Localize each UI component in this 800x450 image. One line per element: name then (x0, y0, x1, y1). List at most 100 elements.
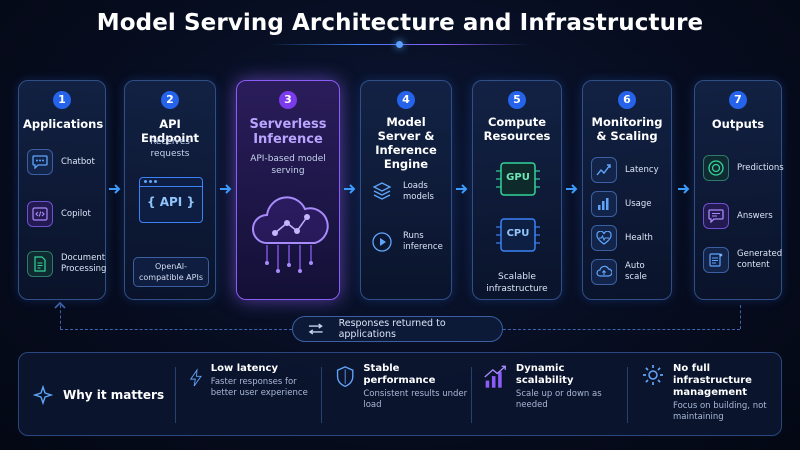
sparkle-icon (33, 385, 53, 405)
play-icon (369, 229, 395, 255)
stage-number: 1 (53, 91, 71, 109)
divider (627, 367, 628, 423)
item-label: Latency (625, 164, 659, 175)
flow-arrow-icon (220, 184, 232, 194)
stage-number: 4 (397, 91, 415, 109)
stage-title: Monitoring & Scaling (591, 115, 663, 143)
stage-title: Compute Resources (483, 115, 551, 143)
chip-label: GPU (506, 172, 530, 183)
stage-api-endpoint: 2 API Endpoint Receives requests { API }… (124, 80, 216, 300)
item-label: Usage (625, 198, 652, 209)
item-label: Predictions (737, 162, 784, 173)
app-document-processing: Document Processing (27, 251, 106, 277)
stage-subtitle: Receives requests (150, 137, 190, 159)
layers-icon (369, 179, 395, 205)
point-title: Stable performance (363, 363, 436, 386)
cloud-network-icon (252, 196, 329, 273)
stage-number: 7 (729, 91, 747, 109)
item-label: Copilot (61, 208, 91, 219)
point-text: Faster responses for better user experie… (210, 377, 308, 398)
stage-number: 6 (618, 91, 636, 109)
point-text: Focus on building, not maintaining (673, 401, 767, 422)
stage-outputs: 7 Outputs Predictions Answers Generated … (694, 80, 784, 300)
item-loads-models: Loads models (369, 179, 445, 205)
why-heading: Why it matters (63, 388, 165, 402)
output-generated-content: Generated content (703, 247, 782, 273)
stage-title: Serverless Inference (249, 117, 327, 147)
monitor-health: Health (591, 225, 665, 251)
return-loop-line (740, 305, 741, 329)
point-text: Scale up or down as needed (515, 389, 602, 410)
flow-arrow-icon (344, 184, 356, 194)
point-text: Consistent results under load (363, 389, 468, 410)
stage-title: Model Server & Inference Engine (375, 115, 437, 171)
return-loop-line (503, 329, 740, 330)
point-title: No full infrastructure management (673, 363, 752, 398)
answer-bubble-icon (703, 203, 729, 229)
monitor-auto-scale: Auto scale (591, 259, 665, 285)
why-heading-section: Why it matters (33, 363, 173, 427)
flow-arrow-icon (566, 184, 578, 194)
flow-arrow-icon (678, 184, 690, 194)
output-answers: Answers (703, 203, 775, 229)
item-label: Generated content (737, 249, 783, 270)
monitor-latency: Latency (591, 157, 665, 183)
stage-title: Outputs (711, 117, 765, 131)
swap-arrows-icon (308, 323, 323, 335)
stage-applications: 1 Applications Chatbot Copilot Document … (18, 80, 106, 300)
item-label: Document Processing (61, 253, 107, 274)
stage-title: API Endpoint (140, 117, 200, 145)
app-copilot: Copilot (27, 201, 99, 227)
code-window-icon (27, 201, 53, 227)
divider (471, 367, 472, 423)
return-label: Responses returned to applications (338, 318, 446, 340)
bar-chart-icon (591, 191, 617, 217)
item-runs-inference: Runs inference (369, 229, 445, 255)
divider (321, 367, 322, 423)
lightning-icon (189, 368, 202, 387)
stage-number: 2 (161, 91, 179, 109)
api-label: { API } (147, 195, 195, 209)
gear-icon (643, 365, 663, 385)
generated-doc-icon (703, 247, 729, 273)
chip-label: CPU (506, 228, 530, 239)
return-loop-line (60, 329, 292, 330)
item-label: Health (625, 232, 653, 243)
app-chatbot: Chatbot (27, 149, 99, 175)
cloud-scale-icon (591, 259, 617, 285)
stage-title: Applications (23, 117, 104, 131)
cpu-chip-icon: CPU (495, 215, 541, 255)
item-label: Runs inference (403, 231, 443, 252)
page-title: Model Serving Architecture and Infrastru… (96, 10, 704, 36)
growth-chart-icon (484, 365, 506, 388)
gpu-chip-icon: GPU (495, 159, 541, 199)
title-accent-dot (396, 41, 403, 48)
document-icon (27, 251, 53, 277)
target-icon (703, 155, 729, 181)
loop-arrowhead-icon (54, 301, 66, 309)
stage-compute-resources: 5 Compute Resources GPU CPU Scalable inf… (472, 80, 562, 300)
stage-model-server: 4 Model Server & Inference Engine Loads … (360, 80, 452, 300)
divider (175, 367, 176, 423)
item-label: Answers (737, 210, 773, 221)
api-window: { API } (139, 177, 203, 223)
flow-arrow-icon (456, 184, 468, 194)
api-window-titlebar (140, 178, 202, 187)
stage-serverless-inference: 3 Serverless Inference API-based model s… (236, 80, 340, 300)
return-loop-line (60, 305, 61, 329)
item-label: Auto scale (625, 261, 647, 282)
stage-monitoring-scaling: 6 Monitoring & Scaling Latency Usage Hea… (582, 80, 672, 300)
point-title: Dynamic scalability (515, 363, 574, 386)
heart-pulse-icon (591, 225, 617, 251)
return-pill: Responses returned to applications (292, 316, 503, 342)
point-title: Low latency (210, 363, 278, 374)
stage-subtitle: API-based model serving (250, 154, 326, 176)
output-predictions: Predictions (703, 155, 784, 181)
flow-arrow-icon (109, 184, 121, 194)
stage-number: 3 (279, 91, 297, 109)
item-label: Loads models (403, 181, 434, 202)
